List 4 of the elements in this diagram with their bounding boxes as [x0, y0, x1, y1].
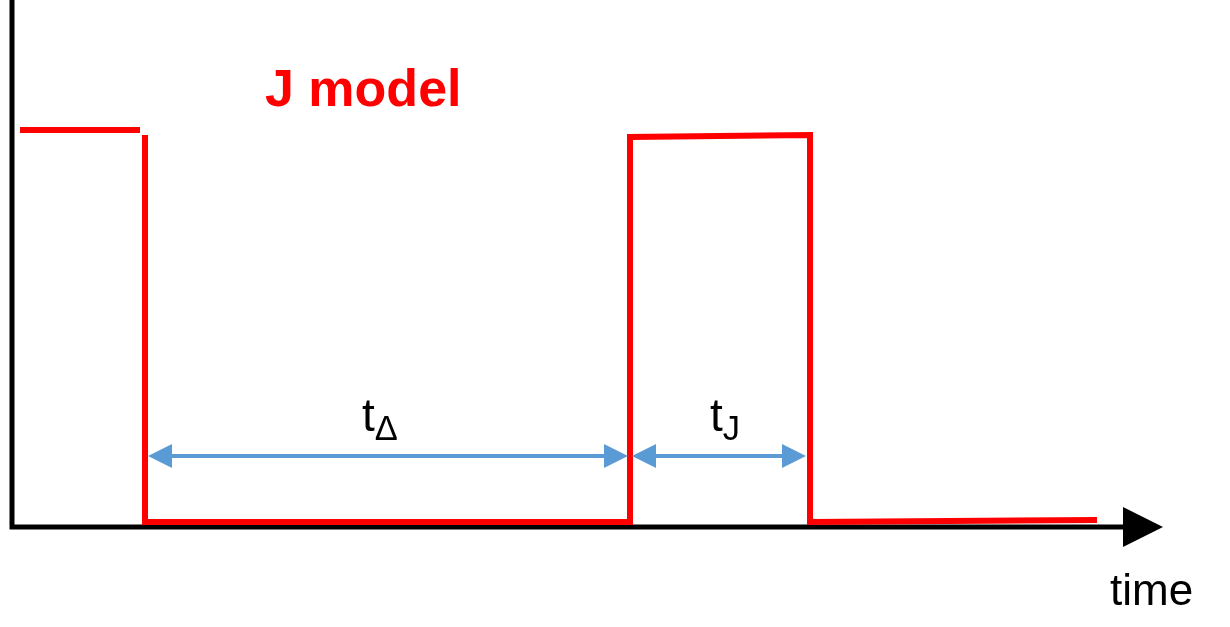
- title: J model: [265, 62, 462, 114]
- axis-label: t$_{Δ}$: [362, 392, 398, 438]
- axis-label: time: [1110, 568, 1194, 612]
- axis-label: t$_{J}$: [710, 392, 741, 438]
